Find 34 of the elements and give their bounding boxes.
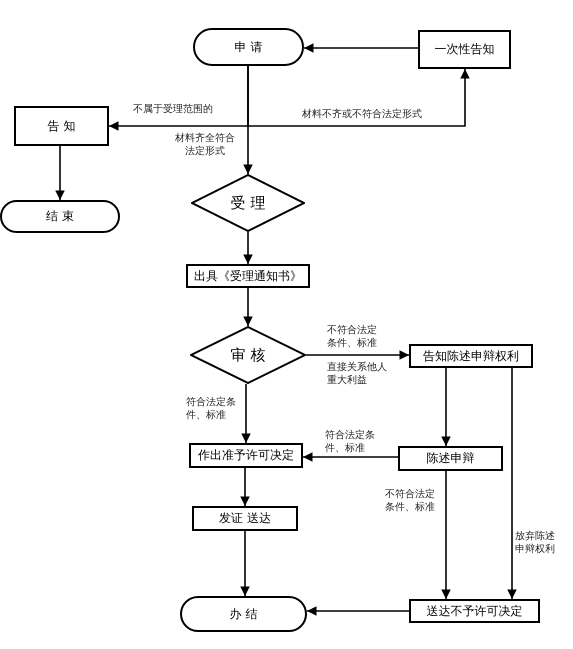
process-box: 陈述申辩: [398, 446, 503, 471]
terminal-pill: 办 结: [180, 596, 307, 632]
arrow: [306, 350, 409, 360]
edge-label: 不符合法定条件、标准: [327, 324, 379, 350]
arrow: [441, 471, 451, 599]
process-box: 出具《受理通知书》: [186, 264, 310, 288]
arrow: [55, 146, 65, 200]
arrow: [240, 531, 250, 596]
process-box: 告知陈述申辩权利: [409, 344, 533, 368]
terminal-pill: 申 请: [193, 28, 304, 66]
arrow: [304, 43, 418, 53]
edge-label: 放弃陈述申辩权利: [515, 530, 557, 556]
arrow: [247, 66, 470, 127]
arrow: [303, 452, 398, 462]
decision-diamond: 受 理: [191, 174, 305, 232]
arrow: [240, 468, 250, 506]
process-box: 作出准予许可决定: [189, 443, 303, 468]
edge-label: 不符合法定条件、标准: [383, 488, 435, 514]
arrow: [307, 606, 409, 616]
edge-label: 符合法定条件、标准: [325, 429, 377, 455]
condition-label: 直接关系他人重大利益: [327, 361, 389, 387]
process-box: 一次性告知: [418, 30, 511, 69]
arrow: [507, 368, 517, 599]
edge-label: 符合法定条件、标准: [186, 396, 238, 422]
process-box: 送达不予许可决定: [409, 599, 540, 623]
process-box: 告 知: [14, 106, 109, 146]
terminal-pill: 结 束: [0, 200, 120, 233]
process-box: 发证 送达: [192, 506, 298, 531]
arrow: [441, 368, 451, 446]
arrow: [241, 384, 251, 443]
decision-diamond: 审 核: [190, 326, 306, 384]
arrow: [243, 232, 253, 264]
arrow: [243, 288, 253, 326]
arrow: [243, 66, 253, 174]
